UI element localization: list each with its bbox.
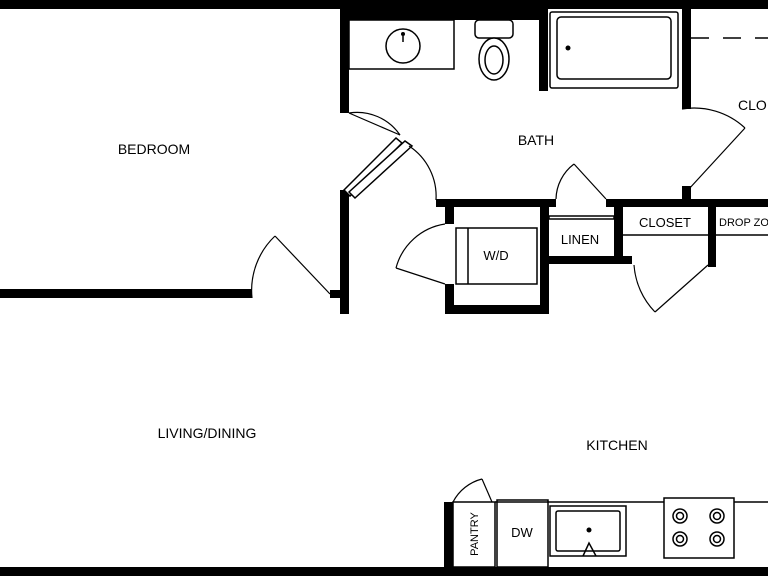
hall-door (347, 140, 437, 201)
linen-door (555, 163, 607, 200)
label-linen: LINEN (561, 232, 599, 247)
label-dw: DW (511, 525, 533, 540)
top-exterior-wall (0, 0, 768, 9)
bedroom-entry-door (251, 235, 331, 299)
bath-bottom-wall-right (606, 199, 768, 207)
linen-right-wall (614, 207, 623, 264)
bathtub-icon (549, 11, 679, 89)
label-bath: BATH (518, 132, 554, 148)
closet-left-stub (623, 256, 632, 264)
label-wd: W/D (483, 248, 508, 263)
wd-bottom-wall (445, 305, 549, 314)
bath-closet-door (681, 107, 746, 191)
wd-left-wall (445, 207, 454, 224)
bath-right-wall-lower (682, 186, 691, 206)
label-bedroom: BEDROOM (118, 141, 190, 157)
bath-vanity (348, 19, 455, 70)
tub-left-wall (539, 9, 548, 91)
closet-right-wall (708, 207, 716, 267)
stove-icon (663, 497, 735, 559)
label-pantry: PANTRY (469, 512, 481, 556)
wd-left-wall-lower (445, 284, 454, 314)
bedroom-hall-wall-stub (330, 290, 340, 298)
linen-shelf (548, 215, 615, 220)
bath-top-trim (349, 9, 545, 20)
label-living-dining: LIVING/DINING (158, 425, 257, 441)
bedroom-bath-wall (340, 0, 349, 113)
closet-door (633, 264, 709, 313)
dishwasher (496, 499, 549, 568)
label-kitchen: KITCHEN (586, 437, 647, 453)
bedroom-living-wall (0, 289, 252, 298)
bedroom-hall-wall (340, 190, 349, 314)
label-drop-zone: DROP ZO (719, 217, 768, 229)
pantry-left-wall (444, 502, 453, 576)
toilet-icon (474, 19, 514, 81)
pantry-door (452, 478, 493, 503)
kitchen-sink-icon (549, 505, 627, 557)
washer-dryer (455, 227, 538, 285)
label-closet: CLOSET (639, 215, 691, 230)
linen-bottom-wall (540, 256, 632, 264)
pantry (452, 501, 496, 568)
wd-door (395, 223, 446, 285)
bath-bottom-wall-left (436, 199, 556, 207)
bottom-exterior-wall (0, 567, 768, 576)
label-closet-right: CLO (738, 97, 767, 113)
tub-right-wall (682, 9, 691, 109)
